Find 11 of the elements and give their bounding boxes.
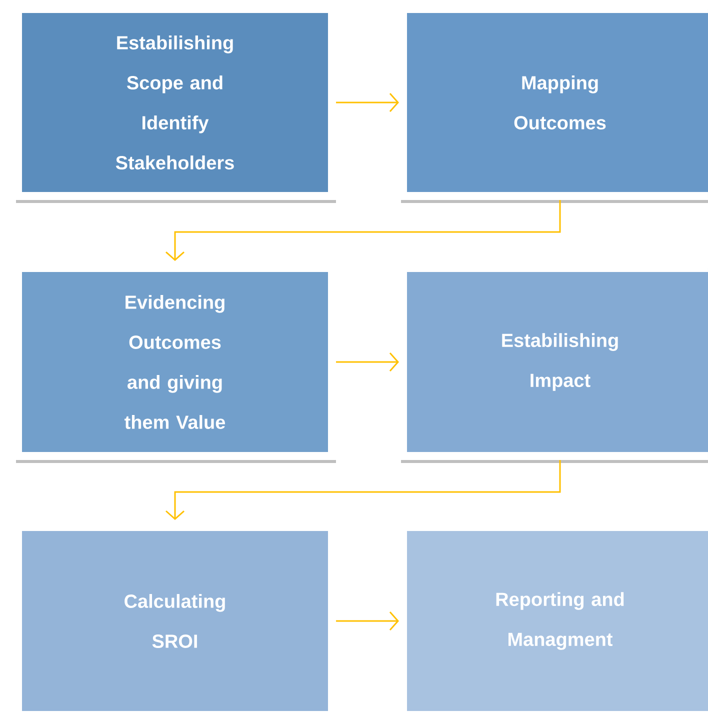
process-box: Reporting and Managment xyxy=(399,523,708,716)
process-box: Evidencing Outcomes and giving them Value xyxy=(14,264,336,463)
process-box: Mapping Outcomes xyxy=(399,5,708,203)
arrow xyxy=(166,200,561,261)
process-box: Estabilishing Scope and Identify Stakeholders xyxy=(14,5,336,203)
process-box: Calculating SROI xyxy=(14,523,336,716)
arrow xyxy=(166,460,561,520)
arrow xyxy=(336,352,399,372)
arrow xyxy=(336,612,399,630)
arrow xyxy=(336,93,399,112)
process-box: Estabilishing Impact xyxy=(399,264,708,463)
